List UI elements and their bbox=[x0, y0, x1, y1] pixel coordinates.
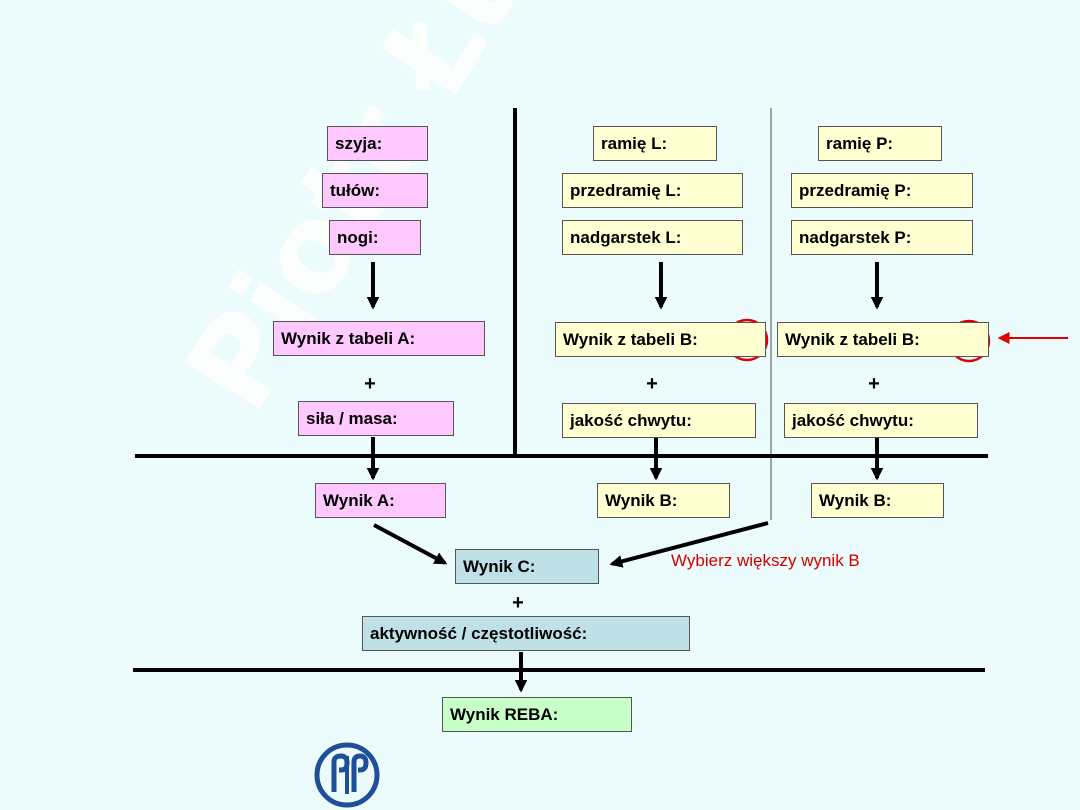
table-b-l-box: Wynik z tabeli B: bbox=[555, 322, 766, 357]
plus-right: + bbox=[868, 373, 880, 395]
arrow-score-b-to-score-c bbox=[609, 521, 769, 568]
neck-box: szyja: bbox=[327, 126, 428, 161]
lower-arm-l-box: przedramię L: bbox=[562, 173, 743, 208]
plus-middle: + bbox=[646, 373, 658, 395]
score-a-box: Wynik A: bbox=[315, 483, 446, 518]
score-b-l-box: Wynik B: bbox=[597, 483, 730, 518]
wrist-p-box: nadgarstek P: bbox=[791, 220, 973, 255]
university-logo-icon bbox=[314, 742, 380, 808]
force-load-box: siła / masa: bbox=[298, 401, 454, 436]
legs-box: nogi: bbox=[329, 220, 421, 255]
grip-p-box: jakość chwytu: bbox=[784, 403, 978, 438]
select-larger-b-note: Wybierz większy wynik B bbox=[671, 551, 860, 570]
arrow-score-a-to-score-c bbox=[373, 523, 448, 565]
upper-arm-l-box: ramię L: bbox=[593, 126, 717, 161]
wrist-l-box: nadgarstek L: bbox=[562, 220, 743, 255]
reba-score-box: Wynik REBA: bbox=[442, 697, 632, 732]
score-c-box: Wynik C: bbox=[455, 549, 599, 584]
table-b-p-box: Wynik z tabeli B: bbox=[777, 322, 989, 357]
trunk-box: tułów: bbox=[322, 173, 428, 208]
activity-frequency-box: aktywność / częstotliwość: bbox=[362, 616, 690, 651]
lower-arm-p-box: przedramię P: bbox=[791, 173, 973, 208]
grip-l-box: jakość chwytu: bbox=[562, 403, 756, 438]
upper-arm-p-box: ramię P: bbox=[818, 126, 942, 161]
plus-bottom: + bbox=[512, 592, 524, 614]
plus-left: + bbox=[364, 373, 376, 395]
score-b-p-box: Wynik B: bbox=[811, 483, 944, 518]
table-a-box: Wynik z tabeli A: bbox=[273, 321, 485, 356]
